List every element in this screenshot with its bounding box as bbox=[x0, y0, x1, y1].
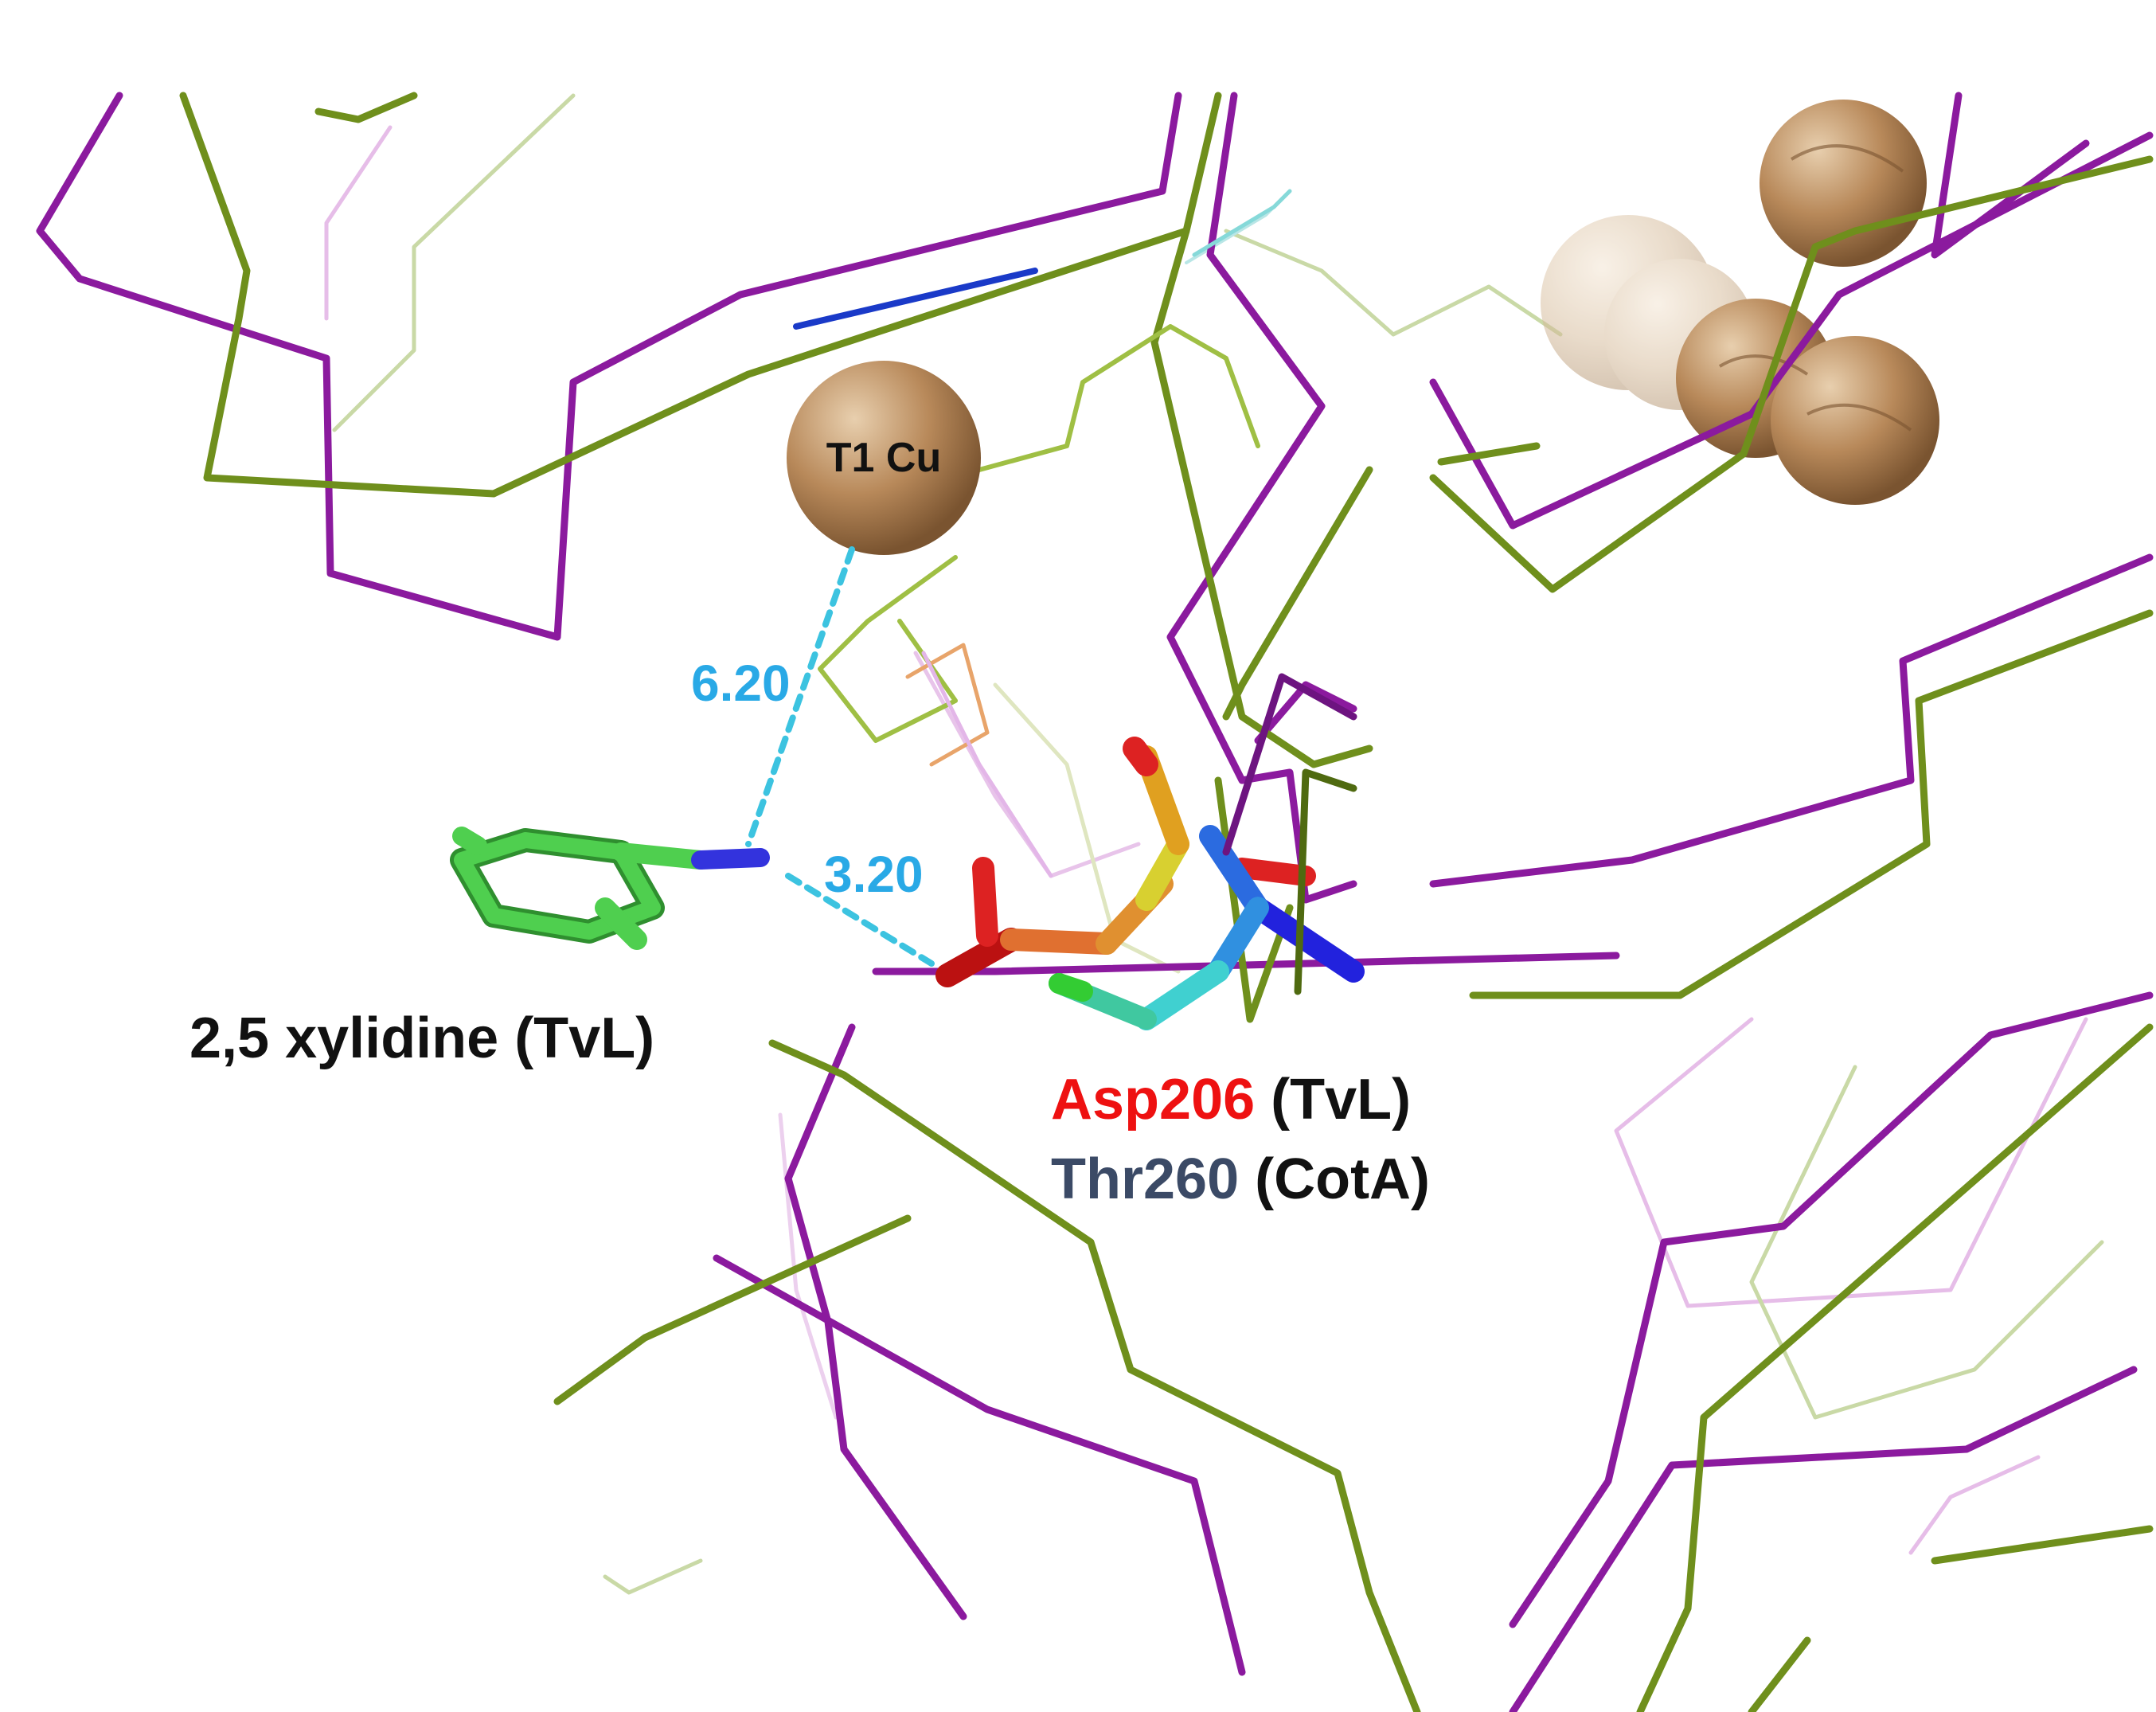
tvl-ribbon-overlay bbox=[1222, 673, 1357, 856]
his-ring-pink bbox=[921, 651, 1053, 878]
distance-label-cu: 6.20 bbox=[691, 655, 791, 712]
copper-highlight bbox=[1718, 144, 1912, 432]
distance-line-asp bbox=[785, 873, 935, 967]
tvl-ribbon bbox=[872, 952, 1620, 975]
tvl-ribbon bbox=[1429, 131, 2154, 530]
t1-copper: T1 Cu bbox=[787, 361, 981, 555]
cota-ribbon bbox=[1437, 442, 1541, 466]
tvl-ribbon bbox=[1429, 553, 2154, 888]
copper-sphere bbox=[1771, 336, 1939, 505]
his-side-chain bbox=[977, 324, 1260, 472]
xylidine-amine-n bbox=[691, 848, 770, 870]
tvl-ribbon bbox=[1509, 1366, 2138, 1712]
thr-oxygen-bond bbox=[1232, 858, 1316, 886]
cota-ribbon bbox=[1429, 155, 2154, 593]
cota-ribbon bbox=[1636, 1023, 2154, 1712]
cyan-side-chain bbox=[1192, 189, 1292, 257]
tvl-ribbon bbox=[1931, 92, 2090, 259]
faint-ribbon-green bbox=[1224, 229, 1563, 337]
asp-residue-source: (TvL) bbox=[1255, 1068, 1411, 1132]
xylidine-methyl bbox=[595, 897, 647, 950]
faint-ribbon-pink bbox=[1614, 1017, 2088, 1308]
his-side-chain bbox=[818, 555, 958, 743]
ligand-label: 2,5 xylidine (TvL) bbox=[189, 1006, 654, 1070]
tvl-ribbon bbox=[1254, 681, 1357, 745]
overlay-backbone bbox=[1222, 673, 1357, 995]
tvl-backbone bbox=[36, 92, 2154, 1712]
cota-ribbon bbox=[768, 1039, 1421, 1712]
copper-sphere bbox=[1760, 100, 1927, 267]
cota-ribbon bbox=[179, 92, 1222, 498]
cota-ribbon bbox=[1222, 466, 1373, 721]
cota-backbone bbox=[179, 92, 2154, 1712]
thr-methyl-tip bbox=[1049, 973, 1093, 1002]
cota-ribbon bbox=[314, 92, 418, 123]
distance-label-asp: 3.20 bbox=[824, 846, 924, 903]
cota-ribbon bbox=[1469, 609, 2154, 999]
thr-residue-label: Thr260 (CotA) bbox=[1051, 1147, 1430, 1211]
background-copper-cluster bbox=[1541, 215, 1756, 410]
distance-line-cu bbox=[745, 546, 855, 847]
asp-oxygen-bond bbox=[972, 857, 998, 947]
residue-sticks bbox=[935, 737, 1365, 1030]
side-chains bbox=[793, 189, 1292, 878]
cota-ribbon bbox=[553, 1214, 912, 1405]
faint-ribbon-pink bbox=[913, 651, 1141, 878]
faint-ribbon-green bbox=[993, 682, 1181, 974]
asp-residue-name: Asp206 bbox=[1051, 1068, 1255, 1132]
copper-cluster bbox=[1676, 100, 1939, 505]
tvl-ribbon bbox=[1509, 991, 2154, 1628]
cota-ribbon-overlay bbox=[1294, 768, 1357, 995]
thr-c-bond bbox=[1207, 897, 1269, 983]
asp-oxygen-bond bbox=[935, 928, 1023, 987]
cota-ribbon bbox=[1748, 1636, 1811, 1712]
thr-backbone-n bbox=[1199, 825, 1269, 919]
thr-residue-source: (CotA) bbox=[1239, 1147, 1430, 1211]
faint-ribbon-pink bbox=[324, 125, 393, 321]
xylidine-ring-highlight bbox=[454, 832, 661, 940]
thr-c-bond bbox=[1135, 960, 1229, 1030]
cota-ribbon bbox=[1150, 227, 1373, 768]
thr-residue-name: Thr260 bbox=[1051, 1147, 1239, 1211]
tvl-ribbon bbox=[713, 1254, 1246, 1676]
t1-copper-label: T1 Cu bbox=[826, 435, 941, 481]
faint-ribbon-green bbox=[332, 93, 576, 432]
distance-lines bbox=[745, 546, 935, 967]
faint-ribbon-green bbox=[603, 1558, 703, 1595]
faint-ribbon-pink bbox=[1908, 1455, 2041, 1555]
tvl-ribbon bbox=[36, 92, 1182, 641]
his-ring-orange bbox=[905, 643, 990, 767]
asp-carbonyl-o bbox=[1123, 737, 1158, 776]
faint-ribbon-pink bbox=[778, 1112, 838, 1420]
cota-ribbon bbox=[1931, 1525, 2154, 1565]
asp-carbon-bond bbox=[1000, 928, 1118, 955]
xylidine-methyl bbox=[452, 827, 487, 855]
tvl-ribbon bbox=[784, 1023, 967, 1620]
thr-n-bond bbox=[1247, 897, 1365, 983]
xylidine-ligand bbox=[450, 827, 770, 950]
xylidine-c-n-bond bbox=[611, 842, 710, 870]
blue-segment bbox=[793, 268, 1038, 330]
t1-copper-sphere bbox=[787, 361, 981, 555]
asp-residue-label: Asp206 (TvL) bbox=[1051, 1068, 1411, 1132]
faint-ribbon-green bbox=[1749, 1065, 2104, 1420]
